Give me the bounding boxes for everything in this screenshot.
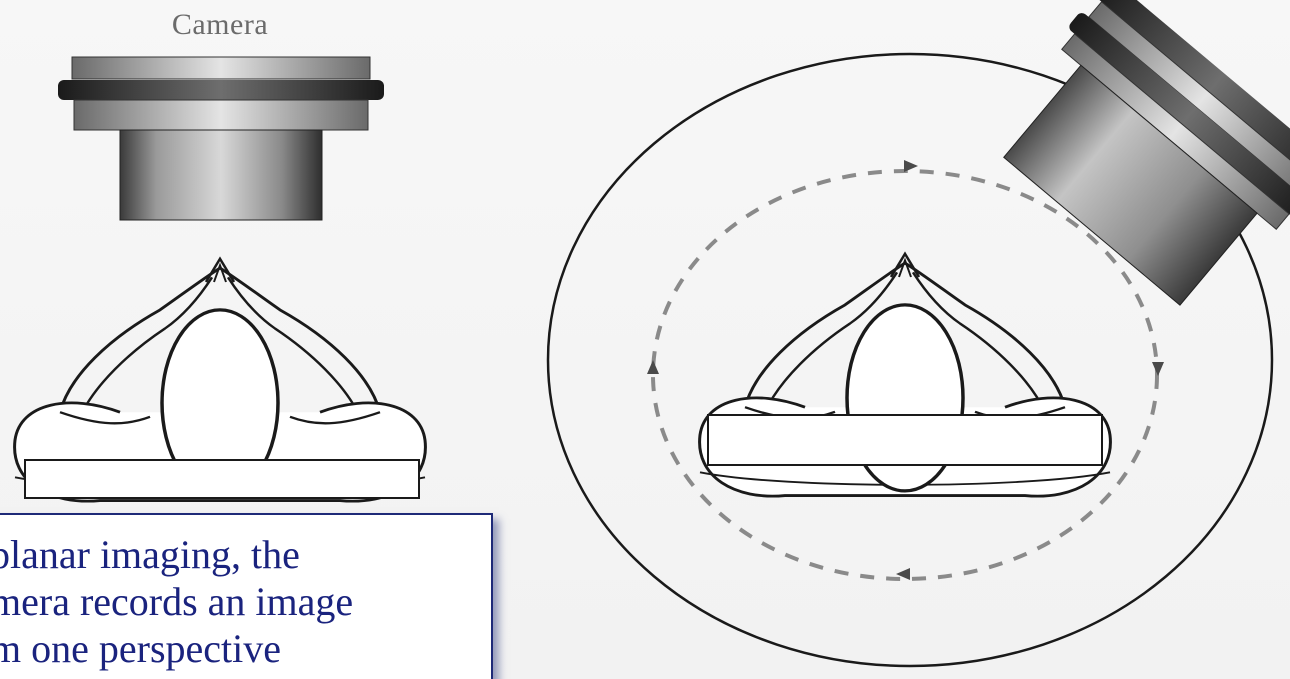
right-camera-icon	[977, 0, 1290, 328]
left-camera-icon	[58, 57, 384, 220]
caption-line-1: planar imaging, the	[0, 532, 300, 577]
right-table	[708, 415, 1102, 465]
caption-text: planar imaging, the mera records an imag…	[0, 531, 493, 672]
camera-label: Camera	[140, 8, 300, 42]
caption-line-3: m one perspective	[0, 626, 281, 671]
caption-line-2: mera records an image	[0, 579, 353, 624]
caption-box: planar imaging, the mera records an imag…	[0, 513, 493, 679]
left-table	[25, 460, 419, 498]
